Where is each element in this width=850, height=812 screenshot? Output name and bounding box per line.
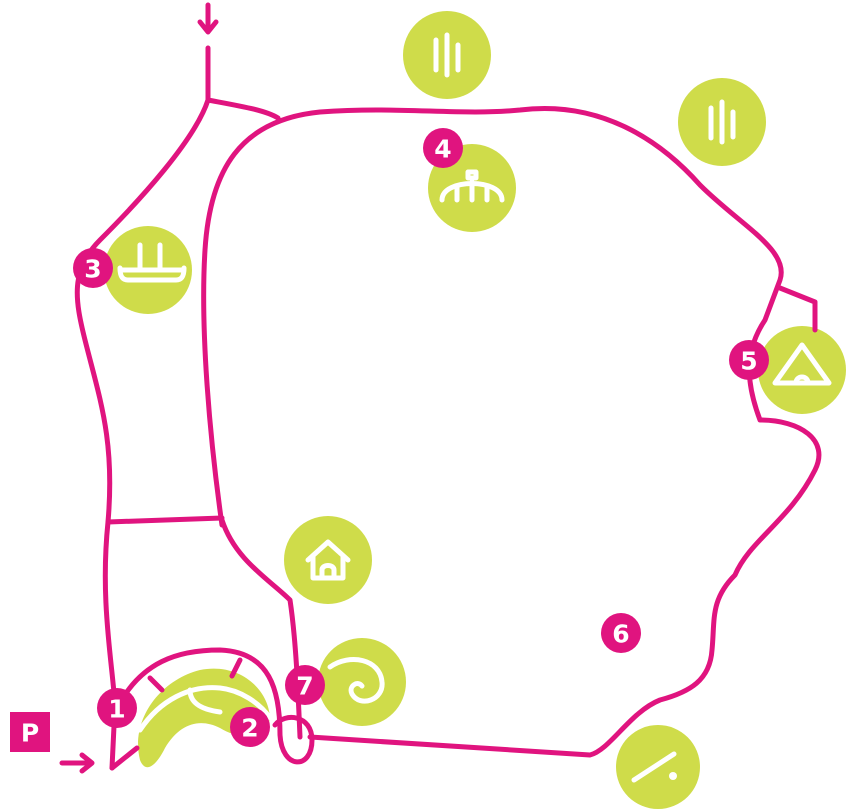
- poi-tent[interactable]: [758, 326, 846, 414]
- station-5[interactable]: 5: [729, 340, 769, 380]
- svg-text:2: 2: [241, 714, 258, 743]
- poi-reeds-2[interactable]: [678, 78, 766, 166]
- station-2[interactable]: 2: [230, 707, 270, 747]
- slope-icon: [631, 751, 677, 783]
- shower-icon: [439, 169, 505, 203]
- svg-text:4: 4: [434, 135, 451, 164]
- house-icon: [305, 539, 351, 581]
- svg-text:1: 1: [108, 695, 125, 724]
- spiral-icon: [327, 657, 385, 704]
- station-7[interactable]: 7: [285, 665, 325, 705]
- svg-text:P: P: [21, 719, 39, 748]
- station-1[interactable]: 1: [97, 688, 137, 728]
- bench-icon: [117, 242, 187, 283]
- garden-path: [137, 685, 273, 733]
- parking-sign[interactable]: P: [10, 712, 50, 752]
- reeds-icon: [708, 99, 736, 145]
- poi-bench[interactable]: [104, 226, 192, 314]
- poi-spiral[interactable]: [318, 638, 406, 726]
- svg-text:6: 6: [612, 620, 629, 649]
- trail-network: [59, 2, 822, 774]
- station-4[interactable]: 4: [423, 128, 463, 168]
- svg-text:7: 7: [296, 672, 313, 701]
- poi-reeds-1[interactable]: [403, 11, 491, 99]
- reeds-icon: [433, 32, 461, 78]
- poi-slope[interactable]: [616, 725, 700, 809]
- svg-text:5: 5: [740, 347, 757, 376]
- station-6[interactable]: 6: [601, 613, 641, 653]
- poi-house[interactable]: [284, 516, 372, 604]
- svg-text:3: 3: [84, 255, 101, 284]
- station-3[interactable]: 3: [73, 248, 113, 288]
- tent-icon: [772, 342, 832, 386]
